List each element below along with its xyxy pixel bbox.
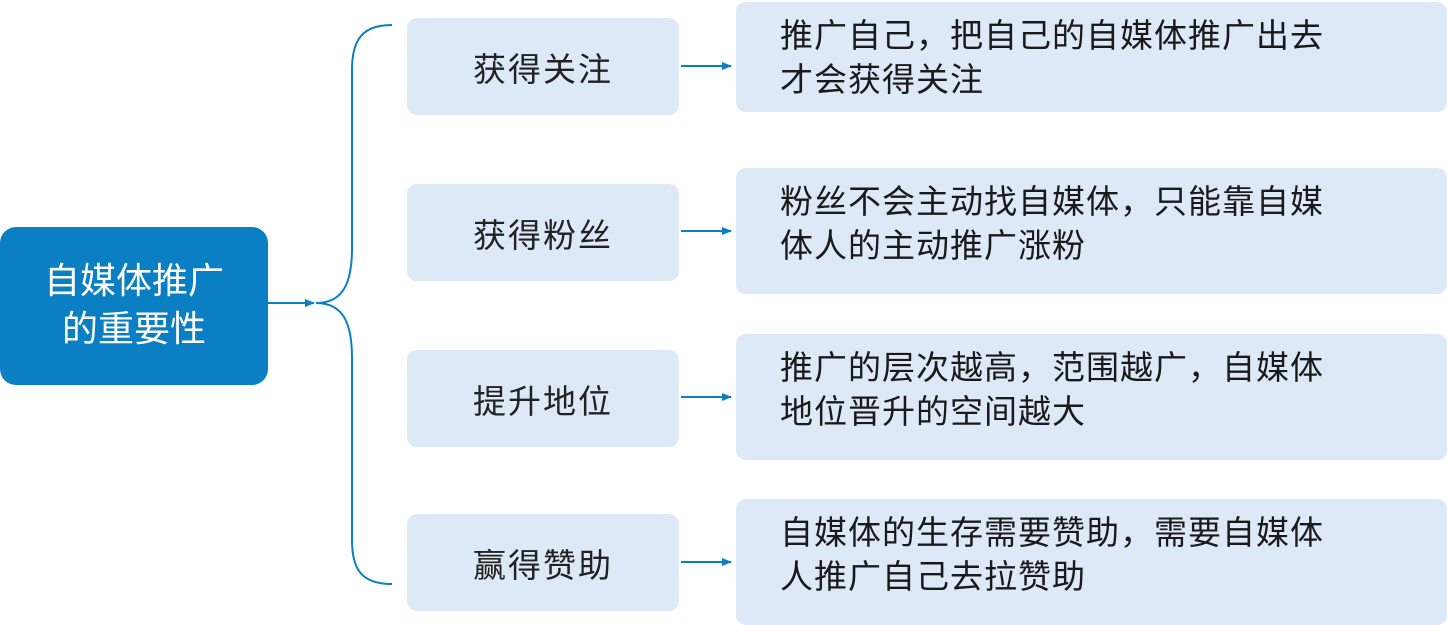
description-node-attention: 推广自己，把自己的自媒体推广出去 才会获得关注 — [736, 2, 1447, 112]
description-line: 推广自己，把自己的自媒体推广出去 — [780, 16, 1324, 55]
description-line: 才会获得关注 — [780, 60, 984, 99]
root-title-line-2: 的重要性 — [61, 309, 206, 350]
root-title: 自媒体推广 的重要性 — [44, 258, 224, 354]
root-node: 自媒体推广 的重要性 — [0, 227, 268, 385]
description-line: 粉丝不会主动找自媒体，只能靠自媒 — [780, 182, 1324, 221]
description-node-status: 推广的层次越高，范围越广，自媒体 地位晋升的空间越大 — [736, 334, 1447, 460]
branch-label: 提升地位 — [473, 381, 613, 421]
branch-label: 获得关注 — [473, 49, 613, 89]
branch-label: 获得粉丝 — [473, 215, 613, 255]
description-line: 地位晋升的空间越大 — [780, 392, 1086, 431]
description-text: 推广自己，把自己的自媒体推广出去 才会获得关注 — [780, 14, 1431, 102]
description-line: 人推广自己去拉赞助 — [780, 557, 1086, 596]
description-text: 推广的层次越高，范围越广，自媒体 地位晋升的空间越大 — [780, 346, 1431, 434]
branch-label: 赢得赞助 — [473, 545, 613, 585]
curly-bracket — [315, 24, 393, 585]
branch-node-status: 提升地位 — [407, 350, 679, 447]
description-text: 粉丝不会主动找自媒体，只能靠自媒 体人的主动推广涨粉 — [780, 180, 1431, 268]
branch-node-sponsorship: 赢得赞助 — [407, 514, 679, 611]
description-line: 自媒体的生存需要赞助，需要自媒体 — [780, 513, 1324, 552]
description-line: 推广的层次越高，范围越广，自媒体 — [780, 348, 1324, 387]
description-line: 体人的主动推广涨粉 — [780, 226, 1086, 265]
branch-node-attention: 获得关注 — [407, 18, 679, 115]
root-title-line-1: 自媒体推广 — [43, 261, 224, 302]
description-node-fans: 粉丝不会主动找自媒体，只能靠自媒 体人的主动推广涨粉 — [736, 168, 1447, 294]
description-text: 自媒体的生存需要赞助，需要自媒体 人推广自己去拉赞助 — [780, 511, 1431, 599]
branch-node-fans: 获得粉丝 — [407, 184, 679, 281]
description-node-sponsorship: 自媒体的生存需要赞助，需要自媒体 人推广自己去拉赞助 — [736, 499, 1447, 625]
